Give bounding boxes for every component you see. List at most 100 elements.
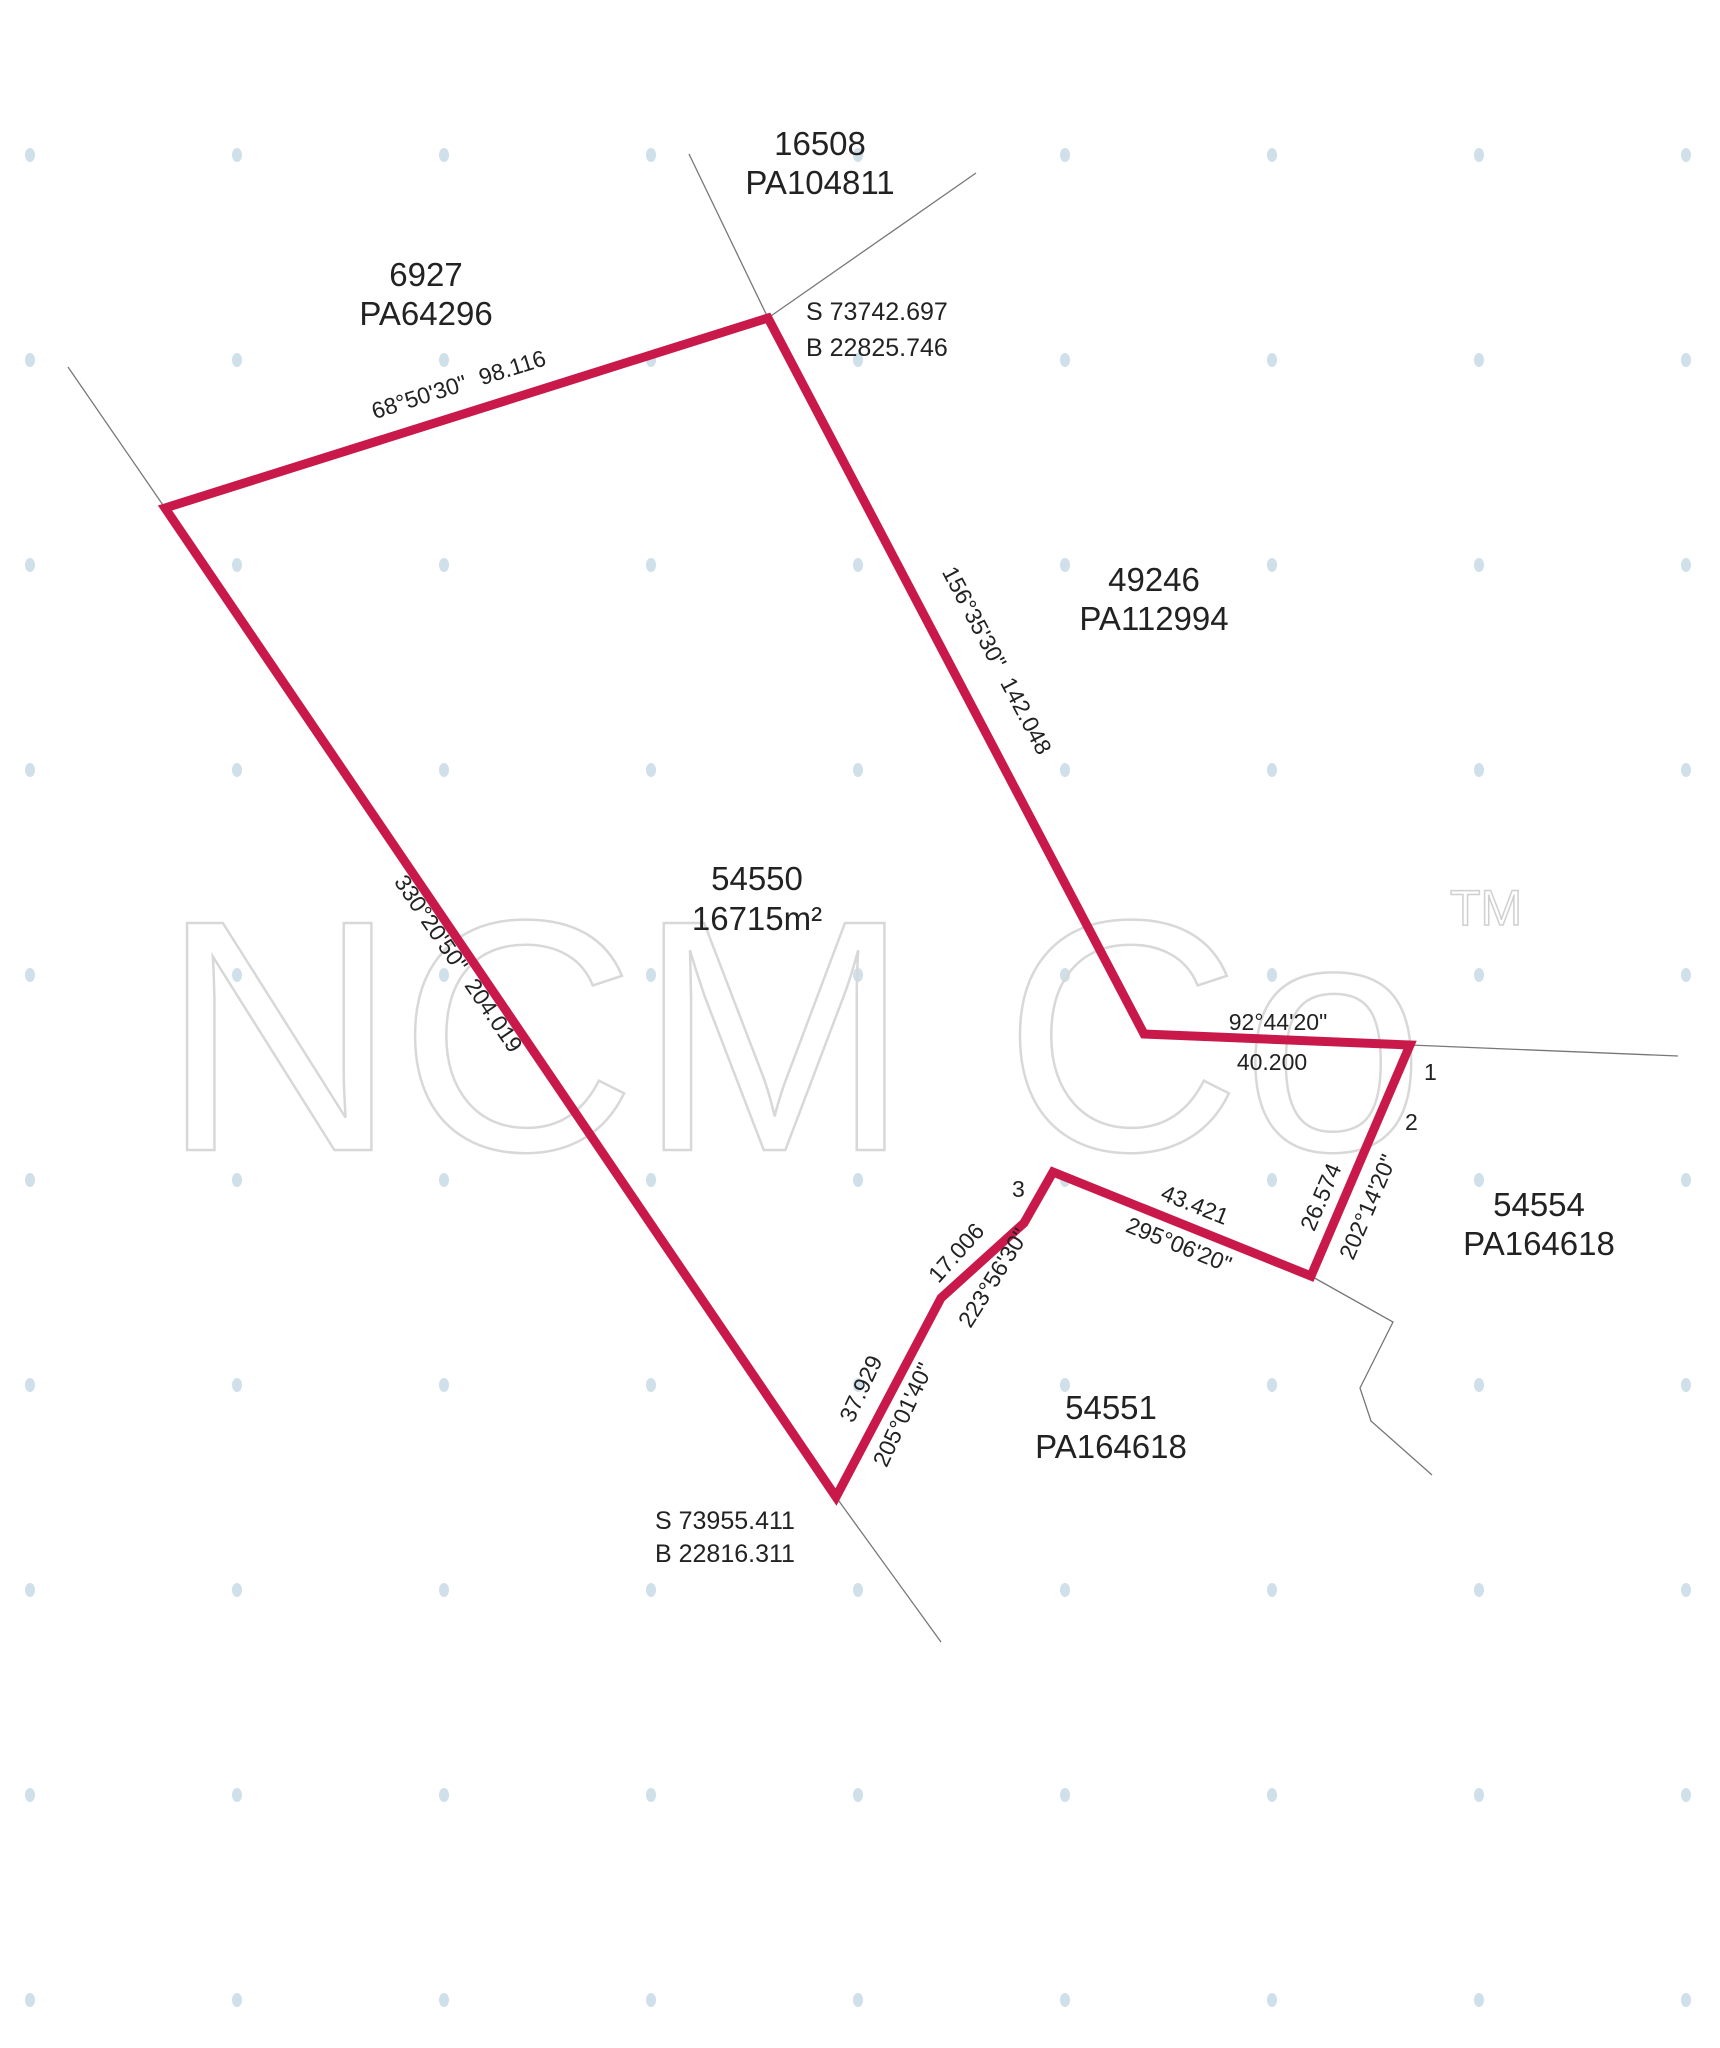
watermark-dot	[25, 763, 35, 777]
parcel-labels: 16508 PA104811 6927 PA64296 49246 PA1129…	[359, 125, 1615, 1465]
watermark-dot	[25, 1378, 35, 1392]
watermark-dot	[1681, 1378, 1691, 1392]
watermark-dot	[1681, 1788, 1691, 1802]
parcel-lot: 49246	[1108, 561, 1200, 598]
watermark-dot	[232, 1993, 242, 2007]
watermark-dot	[1060, 353, 1070, 367]
coord-s: S 73742.697	[806, 298, 948, 326]
watermark-dot	[1681, 763, 1691, 777]
point-label: 2	[1405, 1109, 1418, 1135]
parcel-boundary	[157, 312, 1417, 1506]
watermark-dot	[1060, 1583, 1070, 1597]
parcel-plan: PA104811	[745, 164, 894, 201]
watermark-dot	[853, 1173, 863, 1187]
watermark-dot	[853, 148, 863, 162]
watermark-dot	[1681, 1583, 1691, 1597]
watermark-dot	[853, 1583, 863, 1597]
coord-s: S 73955.411	[655, 1507, 795, 1535]
watermark-dot	[1474, 1378, 1484, 1392]
watermark-dot	[439, 353, 449, 367]
watermark-dot	[1060, 1993, 1070, 2007]
adjacent-line	[1409, 1044, 1679, 1057]
watermark-dot	[1474, 353, 1484, 367]
watermark-dot	[1060, 558, 1070, 572]
watermark-dot	[1474, 1788, 1484, 1802]
watermark-dot	[1267, 558, 1277, 572]
watermark-dot	[25, 558, 35, 572]
watermark-dot	[646, 148, 656, 162]
watermark-dot	[853, 1378, 863, 1392]
watermark-dot	[1267, 763, 1277, 777]
watermark-dot	[1267, 1993, 1277, 2007]
watermark-dot	[25, 1788, 35, 1802]
coord-b: B 22825.746	[806, 334, 948, 362]
watermark-dot	[1267, 1788, 1277, 1802]
watermark-dot	[646, 1378, 656, 1392]
edge-bearing: 156°35'30"142.048	[937, 562, 1057, 759]
watermark-dot	[1474, 1583, 1484, 1597]
watermark-dot	[1681, 353, 1691, 367]
watermark-dot	[646, 968, 656, 982]
watermark-dot	[646, 1993, 656, 2007]
watermark-dot	[1681, 1993, 1691, 2007]
watermark-dot	[25, 148, 35, 162]
watermark-dot	[1474, 148, 1484, 162]
watermark-dot	[232, 353, 242, 367]
watermark-dot	[439, 558, 449, 572]
coordinate-labels: S 73742.697 B 22825.746 S 73955.411 B 22…	[655, 298, 948, 1568]
watermark-dot	[232, 1583, 242, 1597]
parcel-lot: 54554	[1493, 1186, 1585, 1223]
point-label: 1	[1424, 1059, 1437, 1085]
watermark-dot	[1267, 1378, 1277, 1392]
edge-bearing: 92°44'20"	[1229, 1009, 1328, 1035]
adjacent-line	[767, 172, 977, 319]
watermark-dot	[853, 763, 863, 777]
watermark-dot	[646, 1583, 656, 1597]
watermark-dot	[1474, 1173, 1484, 1187]
watermark-dot	[1681, 148, 1691, 162]
watermark-dot	[646, 1173, 656, 1187]
watermark-dot	[646, 558, 656, 572]
watermark-dot	[439, 1378, 449, 1392]
adjacent-line	[67, 366, 166, 509]
parcel-lot: 16508	[774, 125, 866, 162]
edge-distance: 40.200	[1237, 1049, 1307, 1075]
watermark-dot-grid	[25, 148, 1691, 2007]
watermark-dot	[439, 763, 449, 777]
watermark-dot	[1681, 968, 1691, 982]
watermark-dot	[25, 1993, 35, 2007]
watermark-dot	[232, 148, 242, 162]
watermark-dot	[1474, 558, 1484, 572]
watermark-dot	[853, 968, 863, 982]
watermark-dot	[1060, 968, 1070, 982]
parcel-plan: PA164618	[1463, 1225, 1615, 1262]
adjacent-line	[688, 153, 769, 319]
watermark-dot	[1267, 353, 1277, 367]
adjacent-boundaries	[67, 153, 1679, 1643]
watermark-dot	[232, 763, 242, 777]
watermark: NCM Co TM	[159, 850, 1523, 1222]
watermark-dot	[1060, 148, 1070, 162]
watermark-dot	[1267, 1173, 1277, 1187]
watermark-dot	[25, 1583, 35, 1597]
watermark-dot	[232, 558, 242, 572]
watermark-dot	[1474, 968, 1484, 982]
watermark-dot	[232, 968, 242, 982]
watermark-dot	[439, 968, 449, 982]
watermark-dot	[1474, 1993, 1484, 2007]
watermark-dot	[646, 1788, 656, 1802]
watermark-dot	[853, 1788, 863, 1802]
watermark-dot	[232, 1378, 242, 1392]
coord-b: B 22816.311	[655, 1540, 795, 1568]
watermark-dot	[1474, 763, 1484, 777]
parcel-plan: PA64296	[359, 295, 492, 332]
watermark-dot	[25, 968, 35, 982]
watermark-dot	[853, 1993, 863, 2007]
adjacent-line	[835, 1496, 942, 1643]
subject-area: 16715m²	[692, 900, 822, 937]
parcel-plan: PA164618	[1035, 1428, 1187, 1465]
watermark-dot	[439, 1993, 449, 2007]
watermark-dot	[25, 353, 35, 367]
